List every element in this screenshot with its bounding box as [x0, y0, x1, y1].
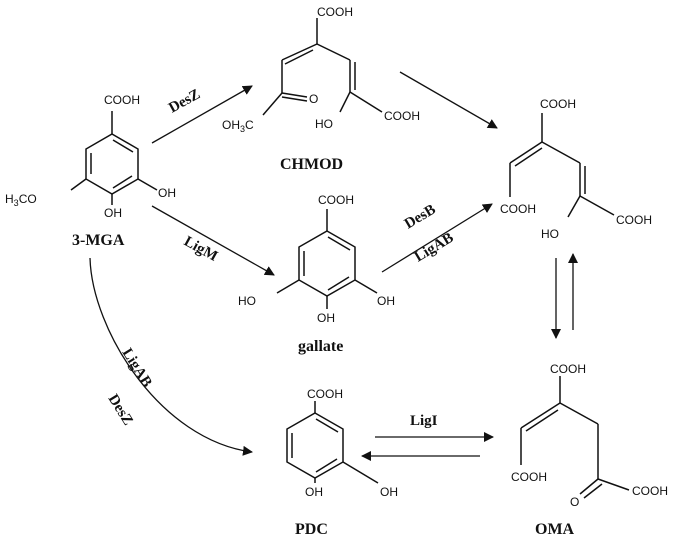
compound-pdc: COOH OH OH PDC [286, 387, 398, 538]
chmod-skeleton [262, 18, 383, 116]
enzyme-ligab-bottom: LigAB [119, 346, 155, 391]
oma-cooh-top-label: COOH [550, 362, 586, 376]
pdc-oh-bottom-label: OH [305, 485, 323, 499]
gallate-ho-left-label: HO [238, 294, 256, 308]
oma-cooh-right-label: COOH [632, 484, 668, 498]
oma-ketone-o-label: O [570, 495, 579, 509]
gallate-oh-bottom-label: OH [317, 311, 335, 325]
oma-skeleton [520, 376, 630, 499]
dienoic-cooh-right-label: COOH [616, 213, 652, 227]
chmod-ho-label: HO [315, 117, 333, 131]
3-mga-methoxy-co: CO [19, 192, 37, 206]
pdc-ring [286, 401, 379, 484]
pdc-name: PDC [295, 521, 328, 538]
enzyme-ligi: LigI [410, 413, 438, 429]
compound-oma: COOH COOH O COOH OMA [511, 362, 668, 538]
dienoic-ho-label: HO [541, 227, 559, 241]
enzyme-ligab-top: LigAB [412, 230, 457, 266]
arrow-mga-to-chmod [151, 85, 253, 144]
arrow-chmod-to-dienoic [399, 71, 498, 129]
compound-3-mga: COOH OH OH H3CO 3-MGA [5, 93, 176, 249]
chmod-ketone-o-label: O [309, 92, 318, 106]
chmod-cooh-top-label: COOH [317, 5, 353, 19]
enzyme-desz-top: DesZ [166, 86, 203, 116]
enzyme-desz-bottom: DesZ [105, 392, 136, 429]
3-mga-ring [70, 111, 158, 205]
3-mga-name: 3-MGA [72, 232, 125, 249]
gallate-ring [276, 209, 378, 309]
chmod-name: CHMOD [280, 156, 343, 173]
3-mga-para-oh-label: OH [104, 206, 122, 220]
arrow-mga-to-pdc [89, 257, 253, 456]
dienoic-cooh-left-label: COOH [500, 202, 536, 216]
chmod-och3-sub: 3 [240, 124, 245, 134]
enzyme-ligm: LigM [181, 234, 220, 265]
compound-gallate: COOH OH OH HO gallate [238, 193, 395, 355]
arrow-gallate-to-dienoic [381, 203, 493, 273]
3-mga-methoxy-sub: 3 [14, 198, 19, 208]
pdc-cooh-label: COOH [307, 387, 343, 401]
gallate-oh-right-label: OH [377, 294, 395, 308]
3-mga-oh-label: OH [158, 186, 176, 200]
chmod-och3-c: C [245, 118, 254, 132]
oma-name: OMA [535, 521, 575, 538]
oma-cooh-left-label: COOH [511, 470, 547, 484]
arrow-mga-to-gallate [151, 205, 275, 276]
enzyme-desb: DesB [402, 202, 439, 233]
compound-chmod: COOH O OH3C HO COOH CHMOD [222, 5, 420, 173]
dienoic-skeleton [509, 113, 615, 218]
3-mga-cooh-label: COOH [104, 93, 140, 107]
gallate-cooh-label: COOH [318, 193, 354, 207]
compound-dienoic-acid: COOH COOH HO COOH [500, 97, 652, 241]
gallate-name: gallate [298, 338, 343, 355]
chmod-cooh-right-label: COOH [384, 109, 420, 123]
chmod-och3-label: OH3C [222, 118, 254, 134]
pdc-oh-right-label: OH [380, 485, 398, 499]
3-mga-methoxy-label: H3CO [5, 192, 37, 208]
dienoic-cooh-top-label: COOH [540, 97, 576, 111]
